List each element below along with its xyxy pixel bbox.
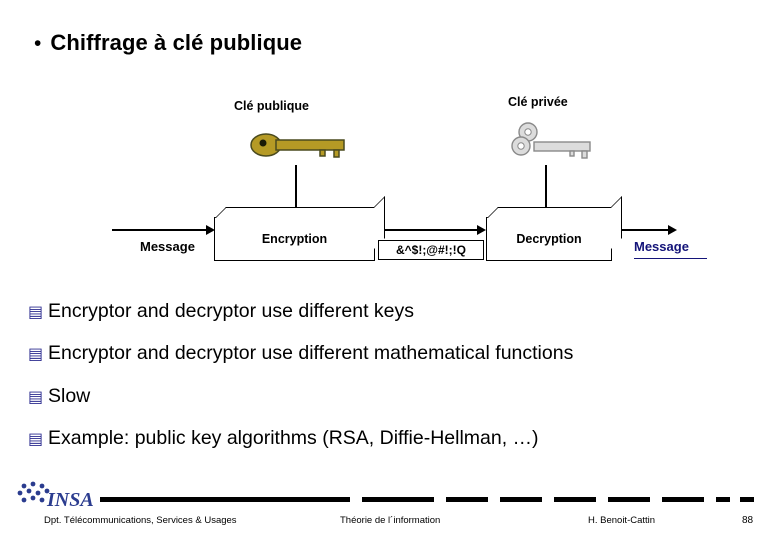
arrow-down-private-icon xyxy=(541,165,551,220)
page-number: 88 xyxy=(742,515,754,526)
bullet-marker-icon: ▤ xyxy=(28,344,44,364)
title-bullet-icon: • xyxy=(34,32,42,55)
bullet-marker-icon: ▤ xyxy=(28,386,44,406)
page-title: • Chiffrage à clé publique xyxy=(34,30,302,56)
decryption-box: Decryption xyxy=(486,196,622,261)
footer-right-text: H. Benoit-Cattin xyxy=(588,515,656,526)
insa-logo-icon: INSA xyxy=(14,480,106,514)
encryption-box-top-face xyxy=(215,207,385,218)
bullet-text: Example: public key algorithms (RSA, Dif… xyxy=(48,427,539,450)
list-item: ▤ Encryptor and decryptor use different … xyxy=(28,342,758,364)
svg-text:INSA: INSA xyxy=(46,489,94,511)
arrow-right-cipher-icon xyxy=(376,225,486,235)
message-output-label: Message xyxy=(634,239,689,254)
footer-left-text: Dpt. Télécommunications, Services & Usag… xyxy=(44,515,237,526)
arrow-down-public-icon xyxy=(291,165,301,220)
list-item: ▤ Encryptor and decryptor use different … xyxy=(28,300,758,322)
private-key-icon xyxy=(508,120,600,166)
bullet-text: Slow xyxy=(48,384,91,407)
bullet-list: ▤ Encryptor and decryptor use different … xyxy=(28,300,758,470)
decryption-box-top-face xyxy=(487,207,622,218)
encryption-box-label: Encryption xyxy=(261,232,328,246)
message-input-label: Message xyxy=(140,239,195,254)
public-key-label: Clé publique xyxy=(234,99,309,113)
private-key-label: Clé privée xyxy=(508,95,568,109)
decryption-box-side-face xyxy=(611,196,622,249)
bullet-text: Encryptor and decryptor use different ke… xyxy=(48,300,414,322)
list-item: ▤ Slow xyxy=(28,385,758,407)
bullet-marker-icon: ▤ xyxy=(28,302,44,321)
footer-middle-text: Théorie de l´information xyxy=(340,515,441,526)
bullet-text: Encryptor and decryptor use different ma… xyxy=(48,342,574,365)
encryption-box: Encryption xyxy=(214,196,385,261)
bullet-marker-icon: ▤ xyxy=(28,429,44,449)
decryption-box-label: Decryption xyxy=(516,232,582,246)
ciphertext-box: &^$!;@#!;!Q xyxy=(378,240,484,260)
title-text: Chiffrage à clé publique xyxy=(50,30,303,55)
arrow-right-output-icon xyxy=(614,225,677,235)
footer-divider xyxy=(100,497,754,502)
public-key-icon xyxy=(250,128,350,162)
message-output-underline xyxy=(634,258,707,259)
arrow-right-input-icon xyxy=(112,225,215,235)
list-item: ▤ Example: public key algorithms (RSA, D… xyxy=(28,427,758,449)
